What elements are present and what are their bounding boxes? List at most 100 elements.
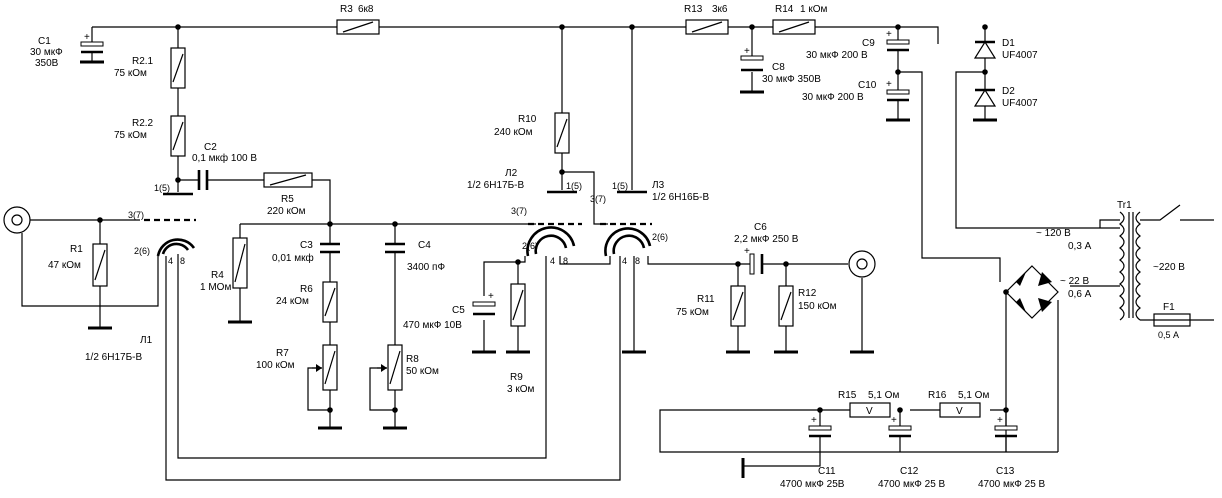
pin-grid-l3: 3(7) [590, 194, 606, 204]
label-c5-ref: C5 [452, 305, 465, 316]
label-l3-type: 1/2 6Н16Б-В [652, 192, 709, 203]
output-jack [848, 250, 876, 278]
label-r11-value: 75 кОм [676, 307, 709, 318]
label-c1-voltage: 350В [35, 58, 59, 69]
ground-symbols [80, 60, 997, 478]
regulator-mark-r15: V [866, 406, 873, 417]
label-tr1-ref: Tr1 [1117, 200, 1132, 211]
label-c8-value: 30 мкФ 350В [762, 74, 821, 85]
pin-cathode-l2: 2(6) [522, 241, 538, 251]
label-r10-value: 240 кОм [494, 127, 533, 138]
capacitor-c13 [994, 425, 1018, 438]
regulator-mark-r16: V [956, 406, 963, 417]
label-r1-ref: R1 [70, 244, 83, 255]
label-d1-ref: D1 [1002, 38, 1015, 49]
pin-anode-l2: 1(5) [566, 181, 582, 191]
label-r8-value: 50 кОм [406, 366, 439, 377]
label-r9-value: 3 кОм [507, 384, 534, 395]
label-r4-value: 1 МОм [200, 282, 231, 293]
label-l2-ref: Л2 [505, 168, 518, 179]
label-winding-lv-current: 0,6 А [1068, 289, 1092, 300]
label-c4-ref: C4 [418, 240, 431, 251]
junction-dots [97, 24, 1009, 413]
pin-heater-a-l1: 4 [168, 256, 173, 266]
label-l1-ref: Л1 [140, 335, 153, 346]
capacitor-c1 [80, 41, 104, 54]
pin-cathode-l3: 2(6) [652, 232, 668, 242]
label-c9-value: 30 мкФ 200 В [806, 50, 868, 61]
capacitor-c9 [886, 39, 910, 52]
label-d2-ref: D2 [1002, 86, 1015, 97]
resistor-r9 [510, 283, 526, 327]
label-d1-value: UF4007 [1002, 50, 1038, 61]
label-c3-value: 0,01 мкф [272, 252, 314, 264]
resistor-r6 [322, 281, 338, 323]
capacitor-c11 [808, 425, 832, 438]
label-c10-ref: C10 [858, 80, 877, 91]
diode-d2 [973, 88, 997, 107]
label-c13-value: 4700 мкФ 25 В [978, 479, 1046, 490]
label-r2-1-ref: R2.1 [132, 56, 154, 67]
polarity-plus-c5: + [488, 291, 494, 302]
label-c6-value: 2,2 мкФ 250 В [734, 234, 799, 245]
label-c13-ref: C13 [996, 466, 1015, 477]
polarity-plus-c11: + [811, 415, 817, 426]
label-r6-ref: R6 [300, 284, 313, 295]
label-r7-ref: R7 [276, 348, 289, 359]
label-r12-ref: R12 [798, 288, 817, 299]
resistor-r16 [939, 402, 981, 418]
label-c11-ref: C11 [818, 466, 836, 477]
label-c3-ref: C3 [300, 240, 313, 251]
input-jack [3, 206, 31, 234]
pin-anode-l1: 1(5) [154, 183, 170, 193]
pin-heater-a-l2: 4 [550, 256, 555, 266]
label-c1-ref: C1 [38, 36, 51, 47]
label-r5-ref: R5 [281, 194, 294, 205]
polarity-plus-c9: + [886, 29, 892, 40]
label-r6-value: 24 кОм [276, 296, 309, 307]
label-r11-ref: R11 [697, 294, 715, 305]
label-l1-type: 1/2 6Н17Б-В [85, 352, 142, 363]
pin-grid-l1: 3(7) [128, 210, 144, 220]
label-r1-value: 47 кОм [48, 260, 81, 271]
label-r2-1-value: 75 кОм [114, 68, 147, 79]
label-c10-value: 30 мкФ 200 В [802, 92, 864, 103]
polarity-plus-c12: + [891, 415, 897, 426]
pin-cathode-l1: 2(6) [134, 246, 150, 256]
capacitor-c6 [749, 253, 764, 275]
resistor-r13 [685, 19, 729, 35]
label-r16-value: 5,1 Ом [958, 390, 989, 401]
polarity-plus-c10: + [886, 79, 892, 90]
label-c12-ref: C12 [900, 466, 919, 477]
capacitor-c2 [197, 170, 209, 190]
resistor-r11 [730, 285, 746, 327]
resistor-r1 [92, 243, 108, 287]
tube-l2 [526, 190, 582, 257]
label-r8-ref: R8 [406, 354, 419, 365]
fuse-f1 [1153, 313, 1191, 327]
resistor-r14 [772, 19, 816, 35]
polarity-plus-c8: + [744, 46, 750, 57]
label-f1-ref: F1 [1163, 302, 1175, 313]
label-r16-ref: R16 [928, 390, 947, 401]
pin-anode-l3: 1(5) [612, 181, 628, 191]
polarity-plus-c13: + [997, 415, 1003, 426]
resistor-r5 [263, 172, 313, 188]
diode-d1 [973, 40, 997, 59]
label-c1-value: 30 мкФ [30, 47, 63, 58]
label-r9-ref: R9 [510, 372, 523, 383]
transformer-tr1 [1119, 211, 1141, 321]
label-c6-ref: C6 [754, 222, 767, 233]
label-c11-value: 4700 мкФ 25В [780, 479, 845, 490]
capacitor-c4 [385, 242, 405, 254]
pin-heater-b-l3: 8 [635, 256, 640, 266]
pin-grid-l2: 3(7) [511, 206, 527, 216]
label-c12-value: 4700 мкФ 25 В [878, 479, 946, 490]
resistor-r15 [849, 402, 891, 418]
label-winding-hv-current: 0,3 А [1068, 241, 1092, 252]
label-c9-ref: C9 [862, 38, 875, 49]
capacitor-c3 [320, 242, 340, 254]
label-c2-ref: C2 [204, 142, 217, 153]
label-r13-value: 3к6 [712, 4, 728, 15]
pin-numbers: 1(5) 3(7) 2(6) 4 8 1(5) 3(7) 2(6) 4 8 1(… [128, 181, 668, 266]
